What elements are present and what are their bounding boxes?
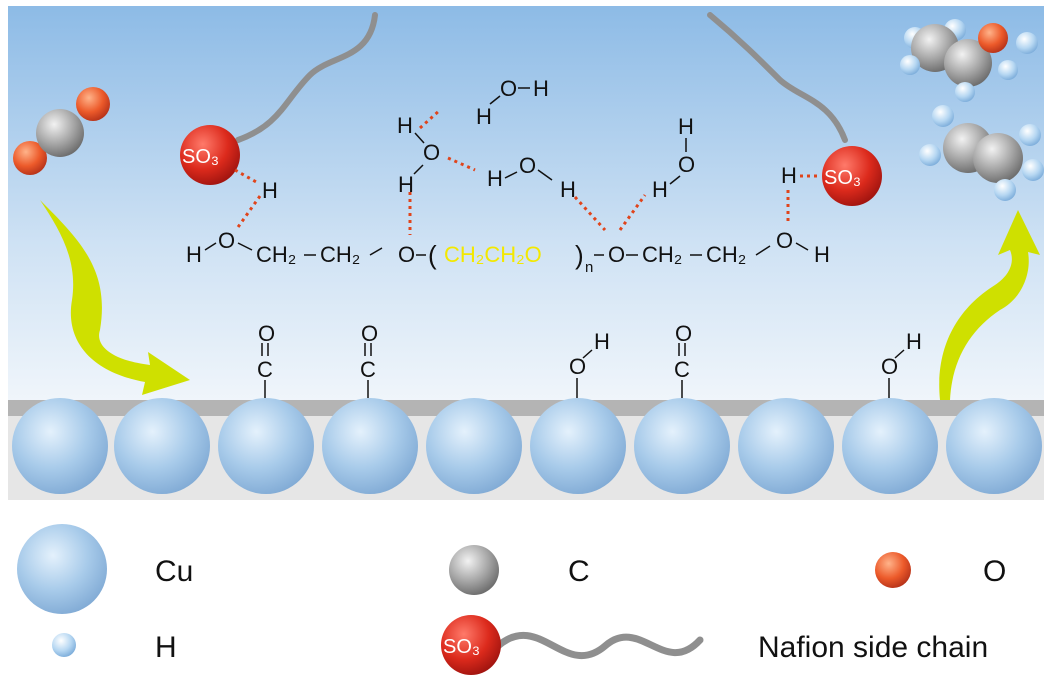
legend-h-swatch	[52, 633, 76, 657]
cu-atom	[634, 398, 730, 494]
hydrogen-bonds	[234, 108, 820, 235]
water-hydrogen-label: H	[397, 113, 413, 138]
peg-ch2: CH₂	[256, 242, 296, 267]
water-hydrogen-label: H	[487, 166, 503, 191]
bridging-h-label-right: H	[781, 163, 797, 188]
cu-atom	[218, 398, 314, 494]
so3-group-right: SO₃	[822, 146, 882, 206]
oh-oxygen-label: O	[881, 354, 898, 379]
cu-surface-atoms	[12, 398, 1042, 494]
legend-o-swatch	[875, 552, 911, 588]
oh-hydrogen-label: H	[594, 329, 610, 354]
oh-oxygen-label: O	[569, 354, 586, 379]
peg-repeat-unit: CH₂CH₂O	[444, 242, 542, 267]
legend: Cu C O H SO₃ Nafion side chain	[17, 524, 1006, 675]
co-oxygen-label: O	[258, 321, 275, 346]
so3-label: SO₃	[824, 167, 861, 189]
co-oxygen-label: O	[361, 321, 378, 346]
cu-atom	[114, 398, 210, 494]
legend-c-swatch	[449, 545, 499, 595]
co-carbon-label: C	[257, 357, 273, 382]
legend-so3-label: SO₃	[443, 636, 480, 658]
molecular-scheme: H H O H H H O H H O H H O H H O CH₂ CH₂	[186, 76, 830, 276]
cu-atom	[946, 398, 1042, 494]
peg-open-bracket: (	[428, 240, 437, 270]
nafion-chain-left	[235, 12, 378, 143]
oh-hydrogen-label: H	[906, 329, 922, 354]
peg-terminal-h: H	[814, 242, 830, 267]
product-arrow-icon	[939, 210, 1040, 400]
co2-molecule	[13, 87, 110, 175]
peg-terminal-h: H	[186, 242, 202, 267]
legend-h-label: H	[155, 631, 177, 664]
legend-cu-swatch	[17, 524, 107, 614]
peg-ch2: CH₂	[642, 242, 682, 267]
legend-c-label: C	[568, 555, 590, 588]
cu-atom	[426, 398, 522, 494]
reactant-arrow-icon	[40, 200, 190, 395]
cu-atom	[738, 398, 834, 494]
peg-oxygen: O	[776, 228, 793, 253]
cu-atom	[530, 398, 626, 494]
water-hydrogen-label: H	[678, 114, 694, 139]
legend-cu-label: Cu	[155, 555, 193, 588]
co-carbon-label: C	[674, 357, 690, 382]
peg-oxygen: O	[398, 242, 415, 267]
water-oxygen-label: O	[423, 140, 440, 165]
water-oxygen-label: O	[678, 152, 695, 177]
product-molecule-bottom	[919, 105, 1044, 201]
legend-so3-swatch	[441, 615, 501, 675]
cu-atom	[322, 398, 418, 494]
legend-o-label: O	[983, 555, 1006, 588]
so3-label: SO₃	[182, 146, 219, 168]
peg-ch2: CH₂	[320, 242, 360, 267]
water-oxygen-label: O	[519, 153, 536, 178]
water-hydrogen-label: H	[652, 177, 668, 202]
peg-close-bracket: )	[575, 240, 584, 270]
water-hydrogen-label: H	[560, 177, 576, 202]
water-hydrogen-label: H	[533, 76, 549, 101]
bridging-h-label-left: H	[262, 178, 278, 203]
co-carbon-label: C	[360, 357, 376, 382]
peg-oxygen: O	[218, 228, 235, 253]
co-oxygen-label: O	[675, 321, 692, 346]
electrolyte-region	[8, 6, 1044, 406]
legend-nafion-chain	[494, 631, 704, 660]
peg-ch2: CH₂	[706, 242, 746, 267]
nafion-chain-right	[707, 12, 848, 143]
so3-group-left: SO₃	[180, 125, 240, 185]
adsorbed-co: O C O C O C	[257, 321, 692, 398]
peg-oxygen: O	[608, 242, 625, 267]
peg-subscript-n: n	[585, 259, 593, 276]
water-hydrogen-label: H	[398, 172, 414, 197]
cu-atom	[842, 398, 938, 494]
legend-nafion-label: Nafion side chain	[758, 631, 988, 664]
cu-atom	[12, 398, 108, 494]
adsorbed-oh: O H O H	[569, 329, 922, 398]
water-hydrogen-label: H	[476, 104, 492, 129]
product-molecule-top	[900, 19, 1038, 102]
water-oxygen-label: O	[500, 76, 517, 101]
